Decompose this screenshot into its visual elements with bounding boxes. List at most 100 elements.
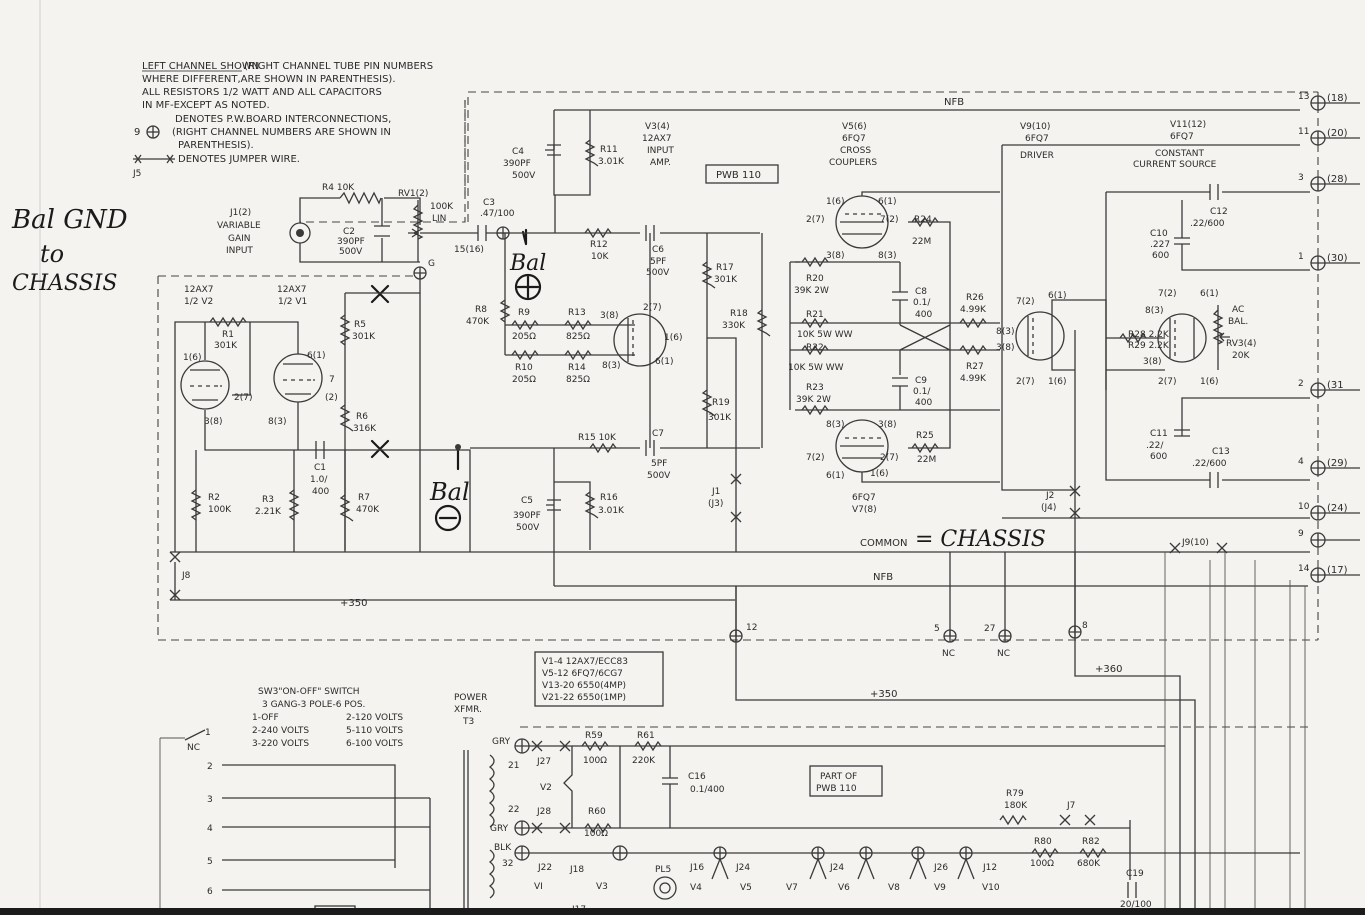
mid-section: R17 301K R18 330K R19 301K J1 (J3) (701, 233, 771, 552)
bottom-terminals: 12 5 NC 27 NC 8 (729, 552, 1088, 659)
v11-pin-b: 6(1) (1200, 289, 1218, 299)
psu-gry: GRY (492, 737, 511, 747)
c13-capacitor (1209, 472, 1219, 488)
cross-mark-icon-2 (370, 439, 390, 459)
c7-l2: 5PF (651, 459, 667, 469)
jumper-symbol-icon (133, 154, 175, 164)
right-terminal-alt-8: (17) (1327, 565, 1348, 576)
r25-l2: 22M (917, 455, 936, 465)
r28-resistor (1119, 332, 1147, 344)
r8-l1: R8 (475, 305, 487, 315)
c13-l1: C13 (1212, 447, 1230, 457)
pl5-label: PL5 (655, 865, 671, 875)
c1-l1: C1 (314, 463, 326, 473)
v3-l3: INPUT (647, 146, 674, 156)
c2-l1: C2 (343, 227, 355, 237)
c2-l3: 500V (339, 247, 363, 257)
r23-l1: R23 (806, 383, 824, 393)
r3-l2: 2.21K (255, 507, 282, 517)
c12-l2: .22/600 (1190, 219, 1225, 229)
plus350b-label: +350 (870, 689, 897, 700)
c10-l2: .227 (1150, 240, 1170, 250)
r3-resistor (288, 489, 300, 521)
right-terminal-num-1: 11 (1298, 127, 1309, 137)
v2-tube-icon (180, 360, 230, 410)
c5-l2: 390PF (513, 511, 541, 521)
v11-l1: V11(12) (1170, 120, 1206, 130)
v2-l1: 12AX7 (184, 285, 214, 295)
c16-capacitor (619, 746, 678, 828)
sw-p6: 6-100 VOLTS (346, 739, 403, 749)
r12-l1: R12 (590, 240, 608, 250)
r79-l1: R79 (1006, 789, 1024, 799)
r59-l1: R59 (585, 731, 603, 741)
c8-capacitor (892, 262, 908, 325)
psu-21: 21 (508, 761, 519, 771)
r27-l1: R27 (966, 362, 984, 372)
bterm-27-nc: NC (997, 649, 1010, 659)
r4-resistor (339, 191, 382, 205)
sw-pos-4: 4 (207, 824, 213, 834)
j24-label: J24 (735, 863, 750, 873)
c5-capacitor (546, 499, 561, 511)
tube-table-box (534, 651, 664, 707)
c10-l1: C10 (1150, 229, 1168, 239)
r18-resistor (756, 309, 771, 337)
r13-l1: R13 (568, 308, 586, 318)
j2-l2: (J4) (1041, 503, 1056, 513)
psu-v7: V7 (786, 883, 798, 893)
c7-l1: C7 (652, 429, 664, 439)
j7-jumper (1059, 814, 1096, 826)
rv3-pot (1212, 305, 1224, 370)
r5-l2: 301K (352, 332, 376, 342)
r61-l2: 220K (632, 756, 656, 766)
r22-l1: R22 (806, 343, 824, 353)
rv3-l3: RV3(4) (1226, 339, 1256, 349)
stage-2: V3(4) 12AX7 INPUT AMP. PWB 110 C4 390PF … (466, 110, 779, 586)
right-terminal-num-7: 9 (1298, 529, 1304, 539)
psu-gry2: GRY (490, 824, 509, 834)
v3-tube-icon (613, 313, 667, 367)
j28-label: J28 (536, 807, 551, 817)
pwb-label-box (705, 164, 779, 184)
j1-label-3: GAIN (228, 234, 251, 244)
c8-l1: C8 (915, 287, 927, 297)
c6-l1: C6 (652, 245, 664, 255)
v11-pin-a: 7(2) (1158, 289, 1176, 299)
bterm-5-nc: NC (942, 649, 955, 659)
psu-v5: V5 (740, 883, 752, 893)
v5-l3: CROSS (840, 146, 871, 156)
r26-l2: 4.99K (960, 305, 987, 315)
r5-resistor (339, 314, 351, 346)
j16-label: J16 (689, 863, 704, 873)
v5-pin-c: 2(7) (806, 215, 824, 225)
r1-l1: R1 (222, 330, 234, 340)
right-terminal-num-2: 3 (1298, 173, 1304, 183)
r27-resistor (959, 344, 987, 356)
note-line-7: PARENTHESIS). (178, 140, 254, 151)
r60-resistor (584, 822, 612, 834)
rv1-l1: RV1(2) (398, 189, 428, 199)
tube-table: V1-4 12AX7/ECC83 V5-12 6FQ7/6CG7 V13-20 … (534, 651, 664, 707)
psu-v1: VI (534, 882, 543, 892)
r80-l1: R80 (1034, 837, 1052, 847)
bterm-8: 8 (1082, 621, 1088, 631)
note-j5: J5 (132, 169, 141, 179)
v9-pin-c: 8(3) (996, 327, 1014, 337)
r10-resistor (511, 349, 539, 361)
r8-resistor (499, 233, 511, 355)
ccs-stage: V11(12) 6FQ7 CONSTANT CURRENT SOURCE C12… (1002, 120, 1310, 554)
r9-l1: R9 (518, 308, 530, 318)
psu-v6: V6 (838, 883, 850, 893)
input-section: J1(2) VARIABLE GAIN INPUT R4 10K C2 390P… (217, 183, 515, 280)
right-terminal-num-3: 1 (1298, 252, 1304, 262)
v3-pin-c: 1(6) (664, 333, 682, 343)
note-line-2: WHERE DIFFERENT,ARE SHOWN IN PARENTHESIS… (142, 74, 396, 85)
j9-jumper (1002, 517, 1310, 554)
v11-l4: CURRENT SOURCE (1133, 160, 1217, 170)
c11-l2: .22/ (1146, 441, 1164, 451)
j24b-label: J24 (829, 863, 844, 873)
handwritten-annotations: Bal GND to CHASSIS Bal Bal = CHASSIS (11, 205, 1046, 552)
right-terminal-num-4: 2 (1298, 379, 1304, 389)
psu-blk: BLK (494, 843, 512, 853)
